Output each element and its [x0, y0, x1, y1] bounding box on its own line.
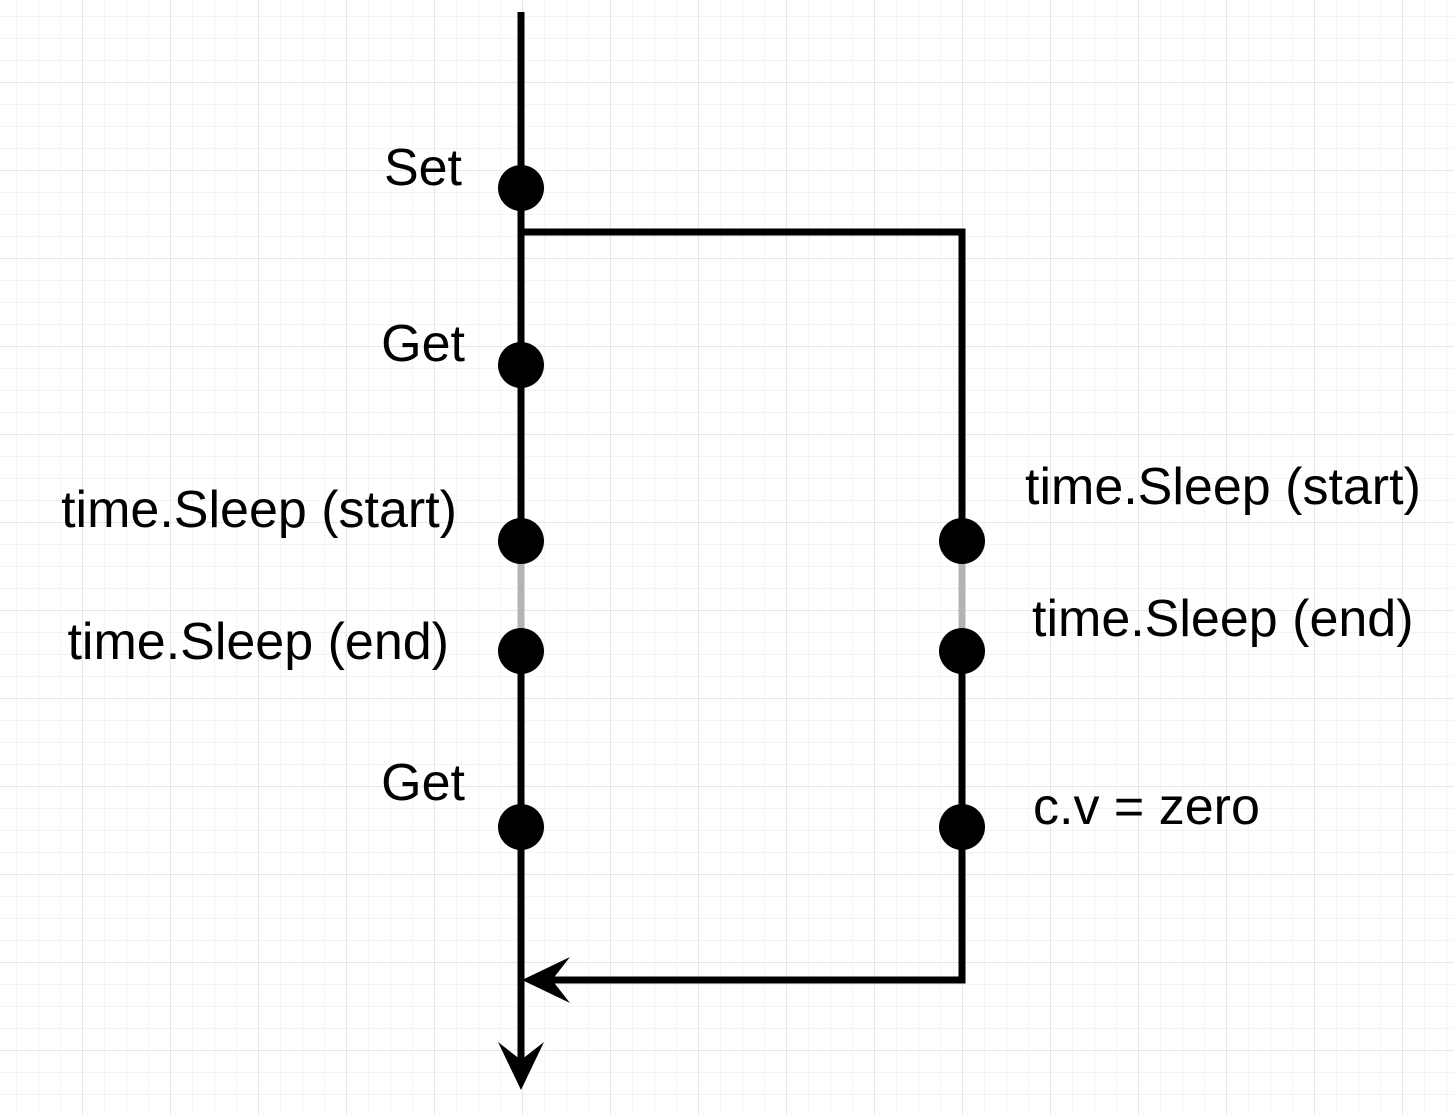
- main-timeline-arrowhead: [498, 1042, 544, 1090]
- spawned-event-dot-assign-zero: [939, 804, 985, 850]
- main-event-label-get-2: Get: [381, 754, 465, 812]
- main-event-dot-sleep-start: [498, 518, 544, 564]
- main-event-label-sleep-end: time.Sleep (end): [67, 613, 449, 671]
- spawned-event-dot-sleep-end: [939, 628, 985, 674]
- main-event-dot-set: [498, 165, 544, 211]
- fork-connector: [521, 228, 966, 541]
- spawned-event-label-sleep-start: time.Sleep (start): [1025, 458, 1421, 516]
- main-event-label-set: Set: [384, 139, 463, 197]
- join-arrowhead: [522, 957, 570, 1003]
- main-event-dot-get-2: [498, 804, 544, 850]
- main-event-dot-sleep-end: [498, 628, 544, 674]
- main-event-label-get-1: Get: [381, 315, 465, 373]
- spawned-event-dot-sleep-start: [939, 518, 985, 564]
- spawned-event-label-sleep-end: time.Sleep (end): [1032, 590, 1414, 648]
- join-connector: [534, 651, 966, 984]
- main-event-dot-get-1: [498, 342, 544, 388]
- spawned-event-label-assign-zero: c.v = zero: [1033, 778, 1260, 836]
- main-event-label-sleep-start: time.Sleep (start): [61, 481, 457, 539]
